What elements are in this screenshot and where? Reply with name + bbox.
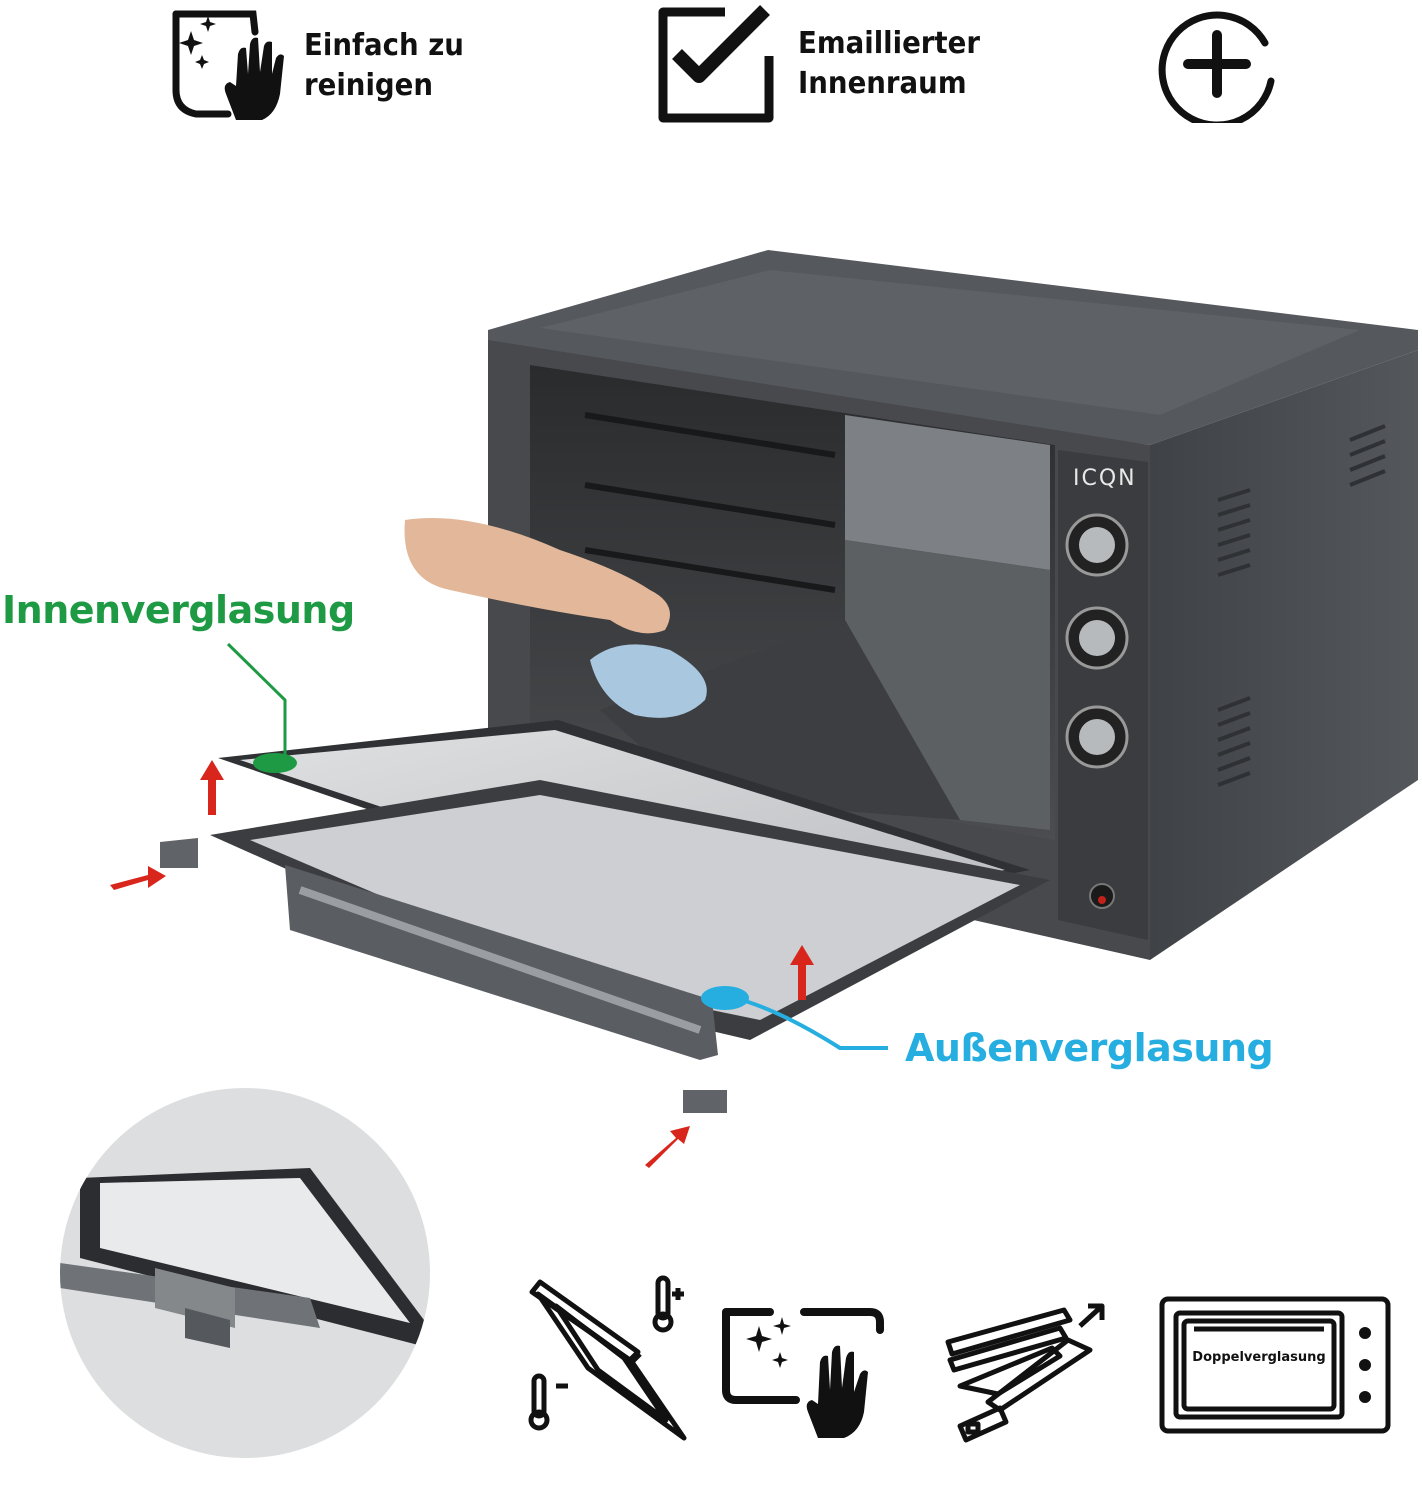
checkbox-icon: [655, 4, 777, 126]
feature-easy-clean-line2: reinigen: [304, 68, 434, 103]
inner-glazing-label: Innenverglasung: [2, 588, 355, 632]
feature-enamel-interior: Emaillierter Innenraum: [655, 4, 1015, 126]
door-thermometer-icon: [520, 1272, 690, 1442]
cleaning-hand-icon-bottom: [720, 1300, 890, 1440]
feature-enamel-line1: Emaillierter: [798, 26, 980, 61]
removable-door-icon: [940, 1298, 1120, 1448]
red-arrows: [110, 760, 814, 1168]
control-knobs: [1065, 513, 1129, 909]
double-glazing-label: Doppelverglasung: [1192, 1350, 1326, 1365]
cleaning-hand-icon: [158, 2, 293, 122]
door-detail-zoom: [60, 1088, 430, 1458]
feature-easy-clean-line1: Einfach zu: [304, 28, 464, 63]
plus-circle-icon: [1155, 5, 1279, 123]
feature-easy-clean: Einfach zu reinigen: [158, 2, 478, 122]
oven-double-glazing-icon: Doppelverglasung: [1158, 1295, 1392, 1435]
feature-enamel-line2: Innenraum: [798, 66, 967, 101]
oven-product-image: ICQN: [0, 240, 1422, 1180]
brand-logo: ICQN: [1073, 466, 1137, 491]
outer-glazing-label: Außenverglasung: [905, 1026, 1274, 1070]
